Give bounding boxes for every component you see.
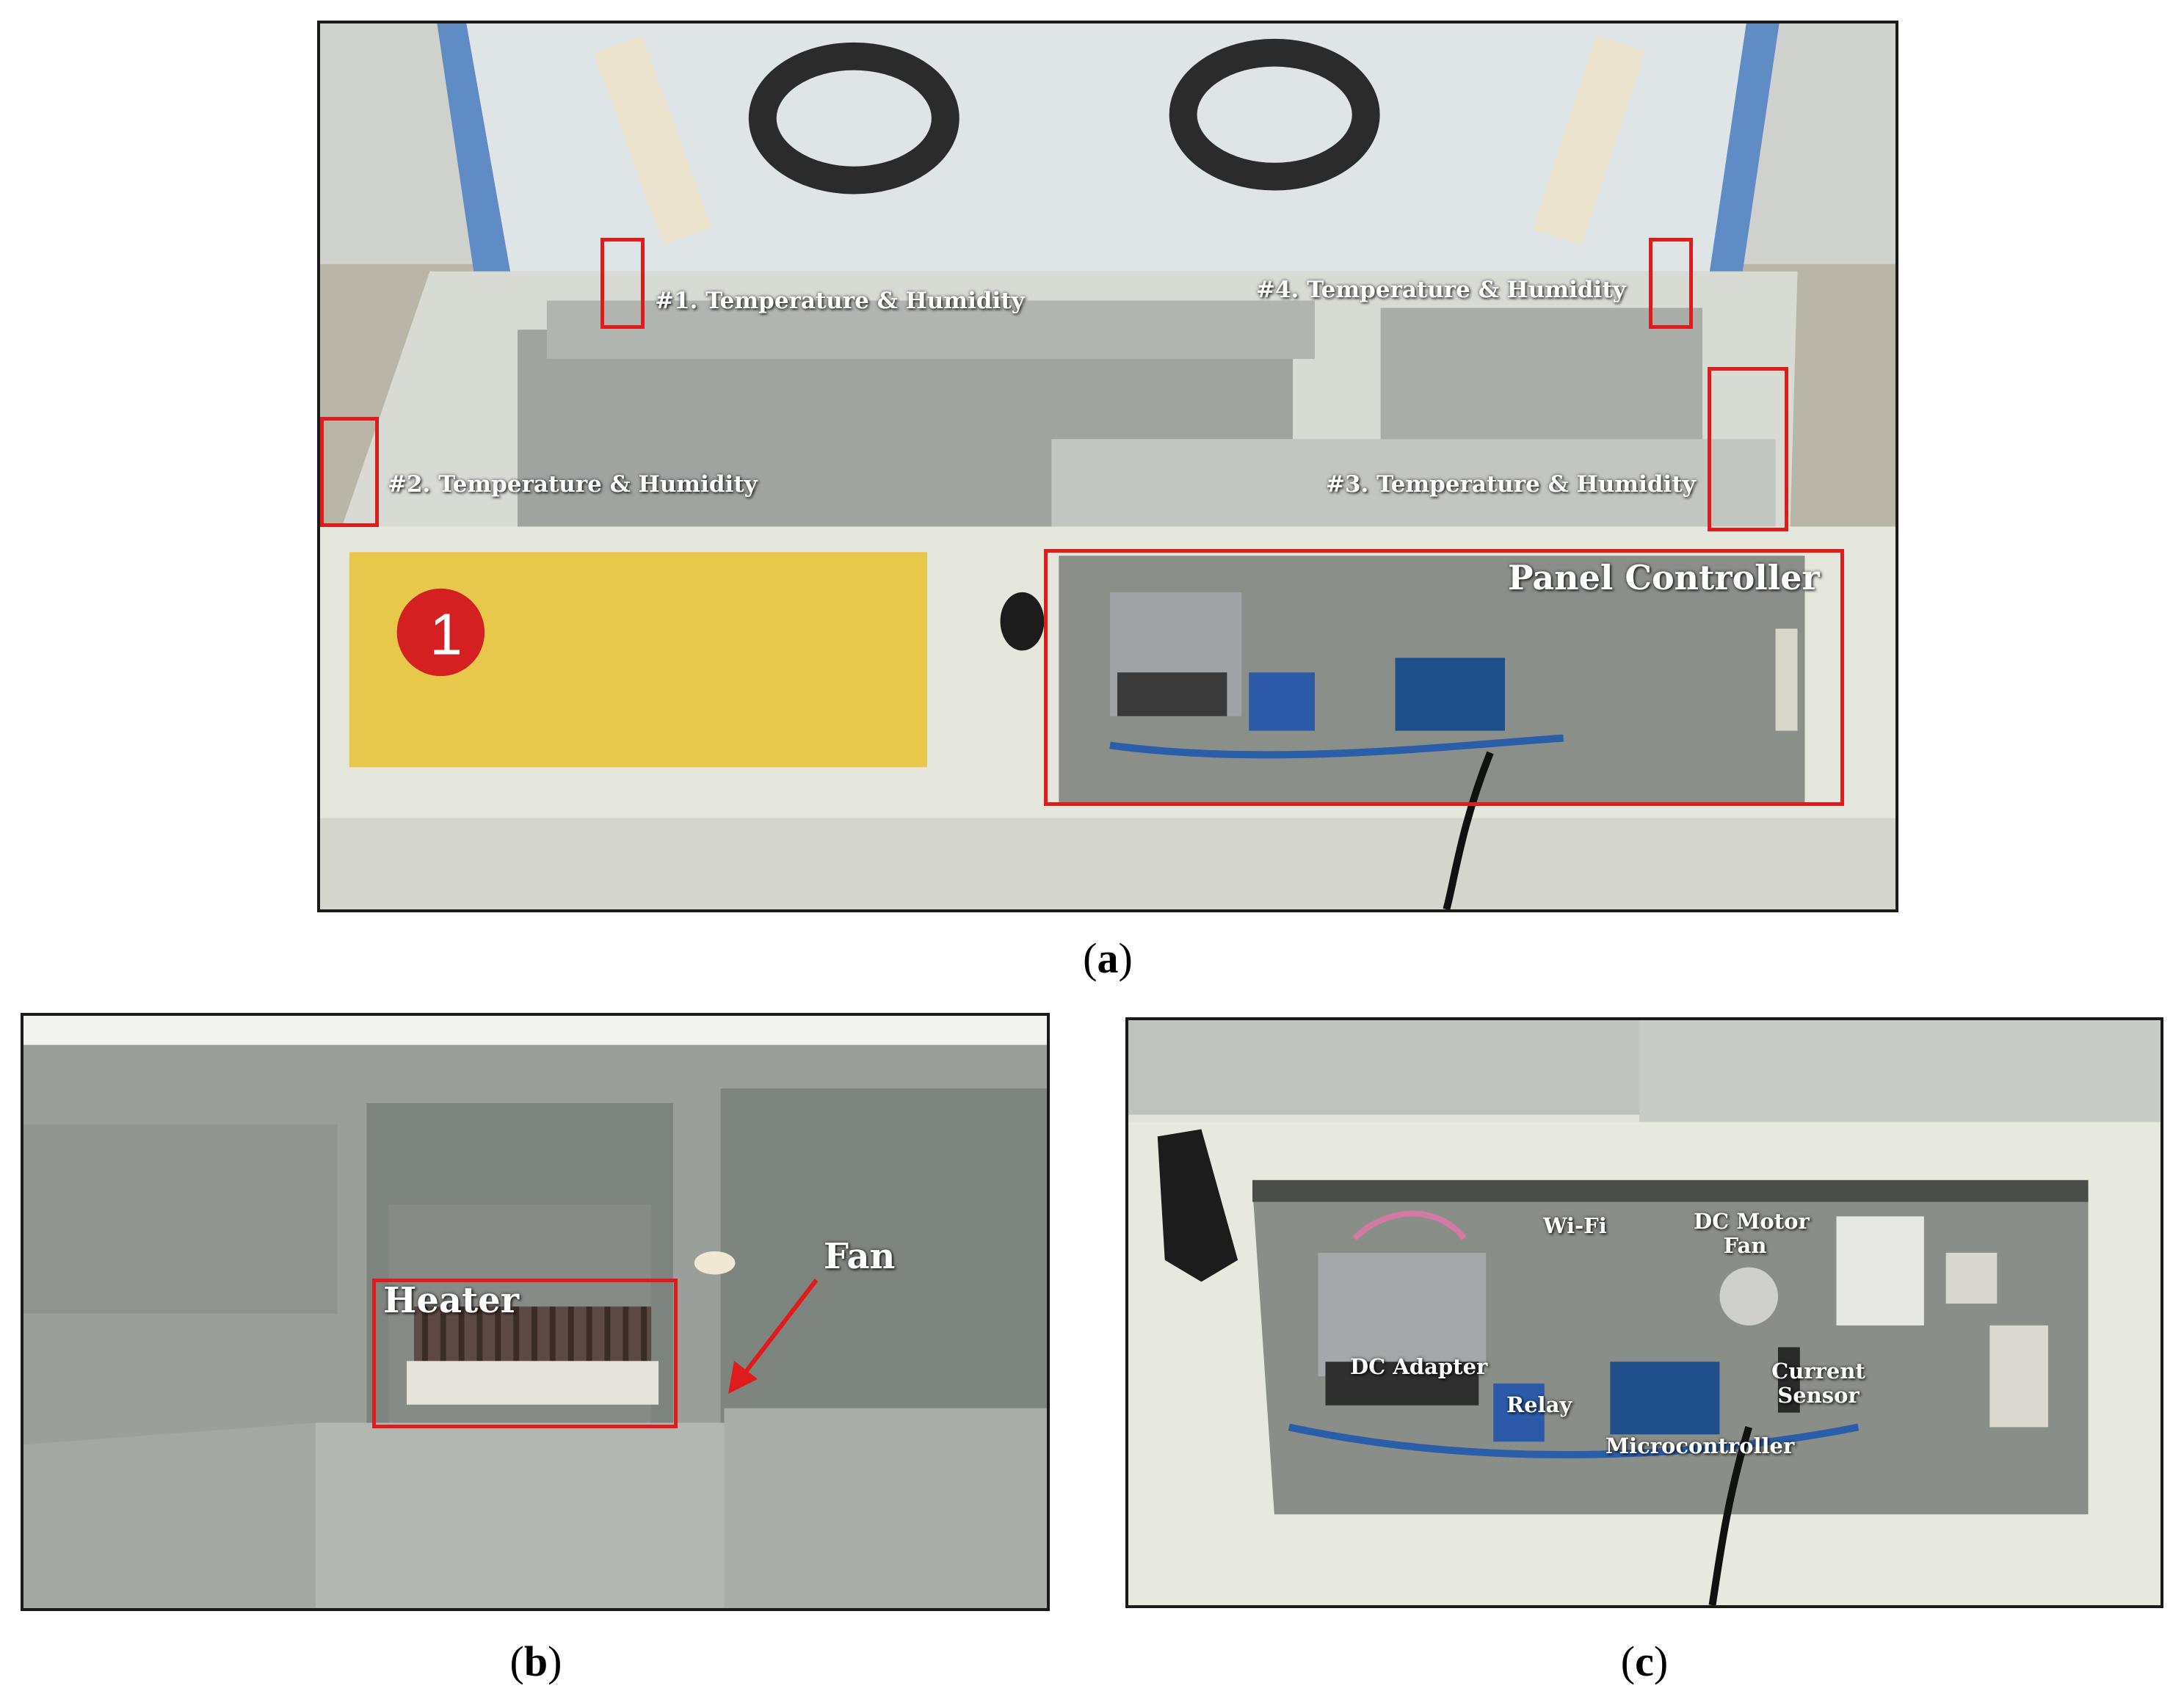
panel-controller-label: Panel Controller [1508,558,1820,597]
photo-panel-c: Wi-Fi DC Motor Fan DC Adapter Relay Micr… [1125,1017,2163,1608]
caption-a: (a) [1083,934,1133,982]
fan-pointer-arrow [728,1279,819,1394]
sensor3-highlight-box [1708,367,1788,531]
svg-text:1: 1 [429,601,462,666]
relay-label: Relay [1506,1392,1572,1417]
caption-c: (c) [1620,1637,1669,1685]
sensor3-label: #3. Temperature & Humidity [1326,471,1696,498]
microcontroller-label: Microcontroller [1606,1433,1795,1458]
controller-components-photo [1128,1020,2161,1605]
sensor2-highlight-box [320,417,379,527]
current-sensor-label: Current Sensor [1771,1359,1865,1408]
incubator-overview-photo: 1 [320,23,1895,909]
sensor4-highlight-box [1649,238,1693,329]
caption-b: (b) [509,1637,562,1685]
wifi-label: Wi-Fi [1543,1213,1607,1238]
sensor2-label: #2. Temperature & Humidity [388,471,758,498]
photo-panel-b: Heater Fan [21,1013,1050,1611]
dc-motor-fan-label: DC Motor Fan [1694,1209,1810,1259]
sensor4-label: #4. Temperature & Humidity [1256,277,1626,303]
panel-controller-highlight-box [1044,549,1844,806]
fan-label: Fan [824,1236,896,1277]
heater-highlight-box [372,1279,678,1428]
sensor1-highlight-box [601,238,645,329]
dc-adapter-label: DC Adapter [1350,1354,1488,1379]
photo-panel-a: 1 #1. Temperature & Humidity #2. Tempera… [317,21,1898,912]
heater-fan-photo [23,1016,1047,1608]
sensor1-label: #1. Temperature & Humidity [655,288,1025,314]
heater-label: Heater [383,1280,519,1321]
